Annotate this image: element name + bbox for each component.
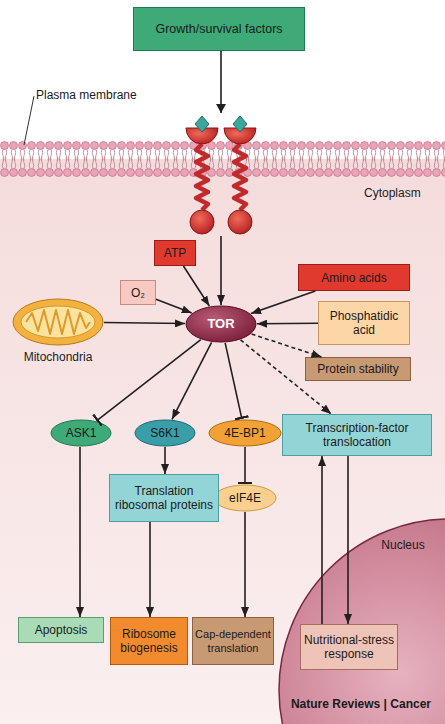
node-shape bbox=[12, 298, 104, 346]
activation-arrow bbox=[104, 322, 185, 325]
cytoplasm-area bbox=[0, 159, 445, 724]
node-label: O₂ bbox=[131, 286, 145, 300]
node-label: Phosphatidic acid bbox=[321, 309, 407, 337]
annotation-label: Nature Reviews | Cancer bbox=[291, 697, 431, 711]
signal-box: Phosphatidic acid bbox=[318, 301, 410, 345]
node-label: TOR bbox=[207, 317, 234, 331]
node-label: Amino acids bbox=[321, 271, 386, 285]
process-box: Nutritional-stress response bbox=[300, 624, 398, 670]
annotation-label: Cytoplasm bbox=[364, 186, 421, 200]
inhibition-line bbox=[244, 447, 246, 484]
process-box: Translation ribosomal proteins bbox=[109, 474, 219, 522]
nucleus: NucleusNutritional-stress response bbox=[278, 518, 445, 724]
activation-arrow bbox=[164, 447, 166, 474]
node-label: Translation ribosomal proteins bbox=[112, 484, 216, 512]
activation-arrow bbox=[172, 342, 212, 419]
protein-node: eIF4E bbox=[213, 484, 277, 512]
leader-line bbox=[24, 96, 34, 145]
protein-node: ASK1 bbox=[50, 419, 112, 447]
activation-arrow bbox=[252, 334, 322, 357]
node-label: Ribosome biogenesis bbox=[113, 627, 185, 655]
node-label: S6K1 bbox=[150, 426, 179, 440]
inhibition-line bbox=[97, 340, 201, 421]
protein-node: 4E-BP1 bbox=[208, 419, 282, 447]
signal-box: Amino acids bbox=[298, 264, 410, 291]
node-label: Growth/survival factors bbox=[155, 22, 282, 36]
node-label: Nutritional-stress response bbox=[303, 633, 395, 661]
input-box: Growth/survival factors bbox=[133, 7, 305, 51]
activation-arrow bbox=[244, 512, 246, 617]
node-label: Protein stability bbox=[317, 362, 398, 376]
node-label: Cap-dependent translation bbox=[195, 627, 271, 655]
activation-arrow bbox=[183, 266, 209, 306]
outcome-box: Cap-dependent translation bbox=[192, 617, 274, 665]
process-box: Protein stability bbox=[305, 357, 411, 381]
signal-box: O₂ bbox=[120, 280, 156, 305]
signal-box: ATP bbox=[154, 240, 196, 266]
outcome-box: Apoptosis bbox=[18, 617, 104, 643]
inhibition-line bbox=[225, 343, 242, 419]
node-label: Mitochondria bbox=[12, 350, 104, 364]
outcome-box: Ribosome biogenesis bbox=[110, 617, 188, 665]
activation-arrow bbox=[251, 291, 315, 314]
activation-arrow bbox=[257, 323, 318, 325]
node-label: Transcription-factor translocation bbox=[285, 421, 429, 449]
protein-node: S6K1 bbox=[134, 419, 196, 447]
node-label: ATP bbox=[164, 246, 186, 260]
process-box: Transcription-factor translocation bbox=[282, 414, 432, 456]
node-label: ASK1 bbox=[66, 426, 97, 440]
activation-arrow bbox=[79, 447, 81, 617]
node-label: Apoptosis bbox=[35, 623, 88, 637]
arrowhead bbox=[216, 104, 226, 113]
annotation-label: Plasma membrane bbox=[36, 88, 137, 102]
activation-arrow bbox=[220, 51, 222, 305]
node-label: eIF4E bbox=[229, 491, 261, 505]
node-label: 4E-BP1 bbox=[224, 426, 265, 440]
node-label: Nucleus bbox=[378, 538, 428, 552]
activation-arrow bbox=[149, 522, 151, 617]
activation-arrow bbox=[156, 299, 192, 313]
mitochondrion: Mitochondria bbox=[12, 298, 104, 370]
kinase-node: TOR bbox=[185, 305, 257, 343]
receptor bbox=[186, 116, 256, 234]
lipid-bilayer bbox=[0, 141, 445, 177]
